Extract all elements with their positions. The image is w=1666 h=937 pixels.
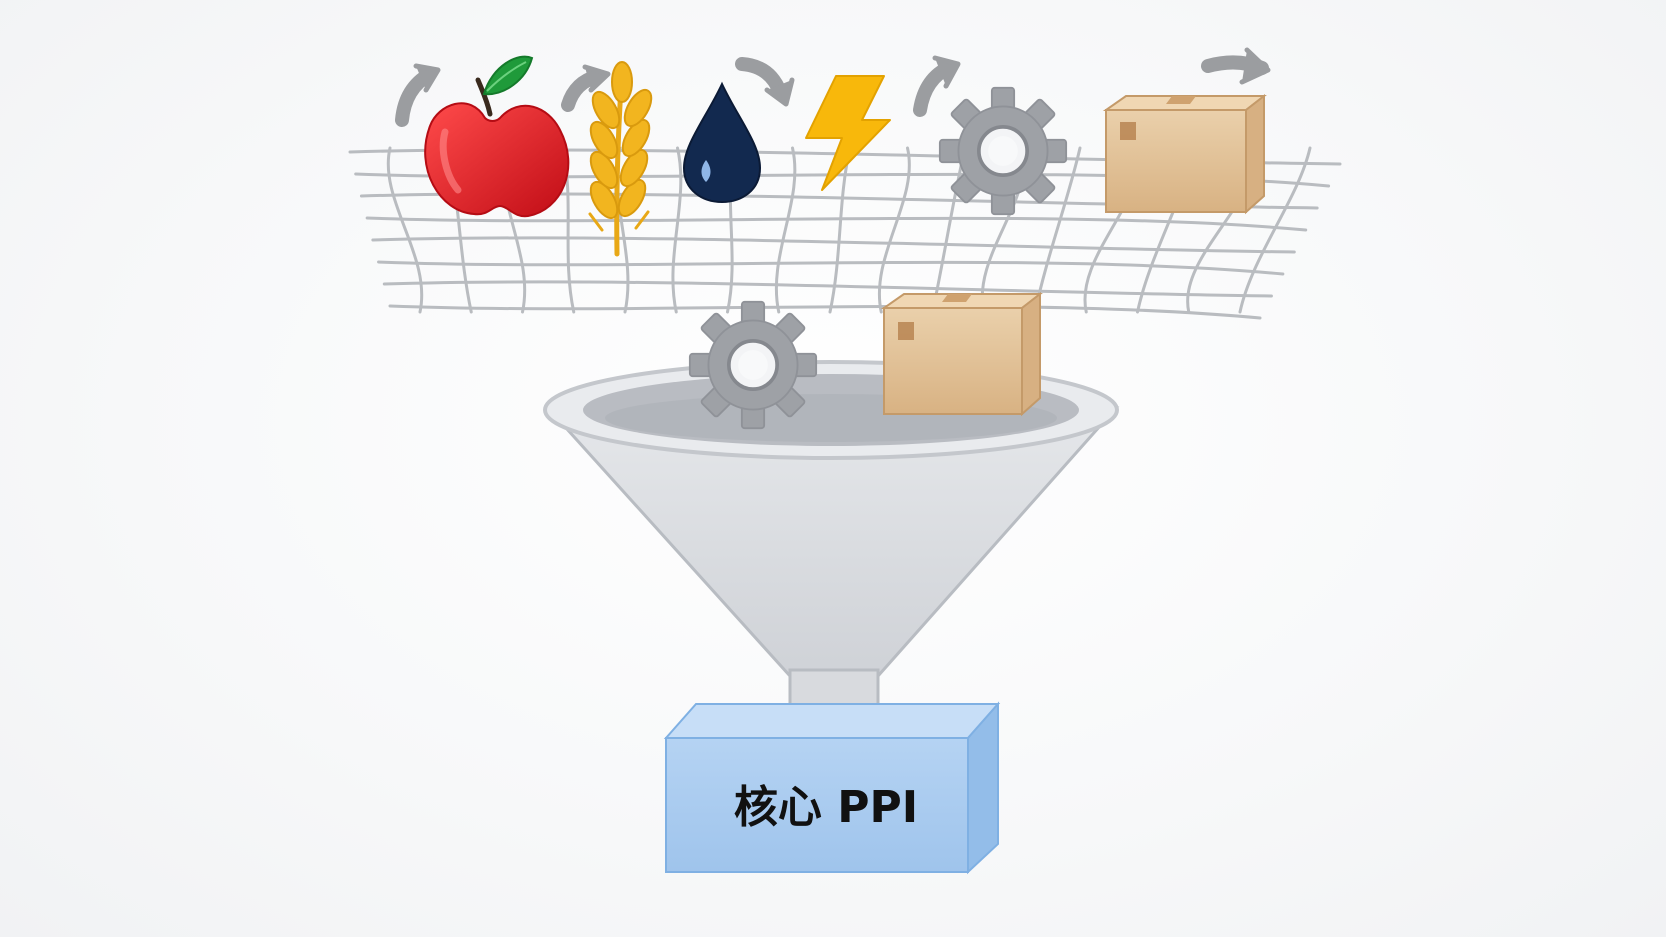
mesh-line [1033,146,1082,314]
lightning-icon [805,75,891,191]
mesh-line [671,146,683,314]
wheat-icon [588,61,653,257]
arrow-icon [735,57,795,107]
motion-arrows [395,47,1271,127]
mesh-line [1238,146,1312,314]
arrow-icon [913,55,961,117]
oil-drop-icon [682,81,762,204]
gear-icon [688,300,818,430]
funnel [543,360,1120,730]
mesh-line [774,146,797,314]
apple-icon [424,55,570,218]
mesh-line [377,260,1285,276]
mesh-line [382,280,1273,298]
arrow-icon [1201,47,1271,85]
core-ppi-label: 核心 PPI [734,782,918,833]
mesh-line [388,304,1262,320]
gear-icon [938,86,1068,216]
mesh-line [878,146,911,314]
arrow-icon [395,63,441,127]
mesh-line [365,216,1308,232]
box-icon [1102,93,1267,215]
arrow-icon [561,64,611,112]
mesh-line [371,236,1296,254]
box-icon [880,291,1043,417]
mesh-line [386,146,424,314]
core-ppi-box: 核心 PPI [663,701,1001,875]
